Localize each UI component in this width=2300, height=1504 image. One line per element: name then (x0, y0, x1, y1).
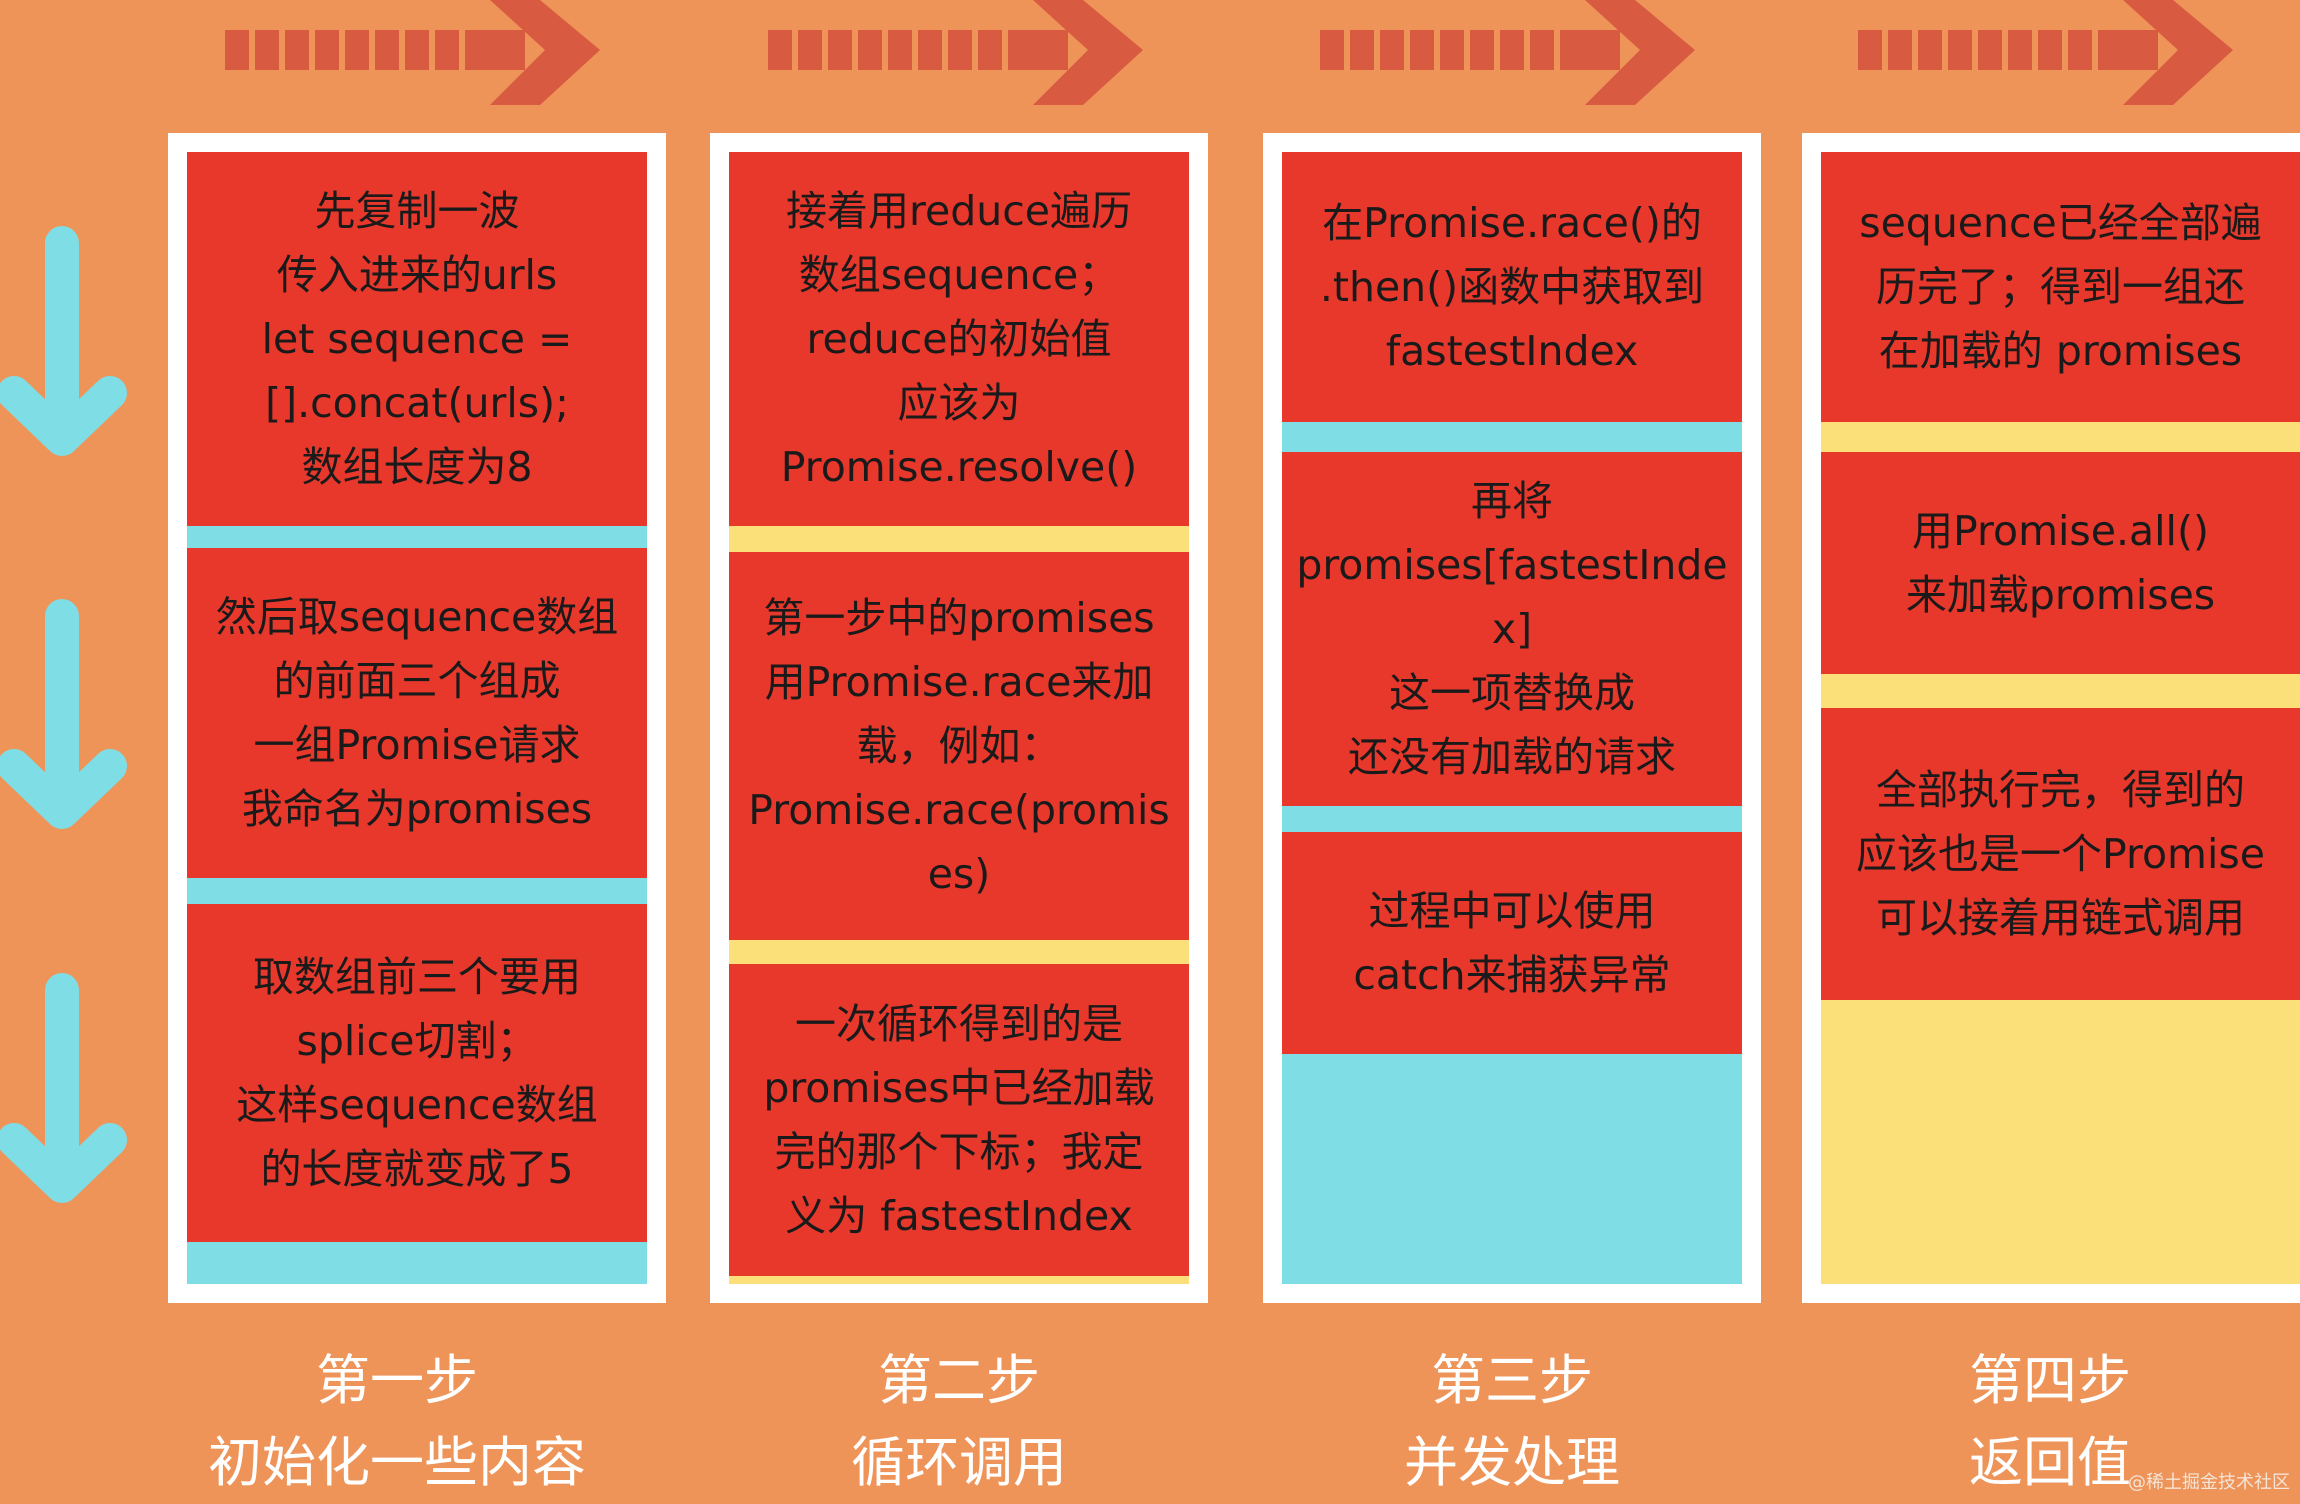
step-column-2-body: 接着用reduce遍历 数组sequence； reduce的初始值 应该为 P… (729, 152, 1189, 1284)
step-2-card-3: 一次循环得到的是 promises中已经加载 完的那个下标；我定 义为 fast… (729, 964, 1189, 1276)
step-subtitle: 初始化一些内容 (208, 1431, 586, 1494)
card-text: 第一步中的promises 用Promise.race来加 载，例如： Prom… (748, 594, 1170, 898)
step-1-card-3: 取数组前三个要用 splice切割； 这样sequence数组 的长度就变成了5 (187, 904, 647, 1242)
card-text: 先复制一波 传入进来的urls let sequence = [].concat… (261, 187, 573, 491)
cyan-separator (1282, 422, 1742, 452)
card-text: 在Promise.race()的 .then()函数中获取到 fastestIn… (1319, 199, 1705, 375)
step-label-4: 第四步 返回值 (1770, 1340, 2300, 1504)
step-column-3: 在Promise.race()的 .then()函数中获取到 fastestIn… (1263, 133, 1761, 1303)
step-column-4: sequence已经全部遍 历完了；得到一组还 在加载的 promises 用P… (1802, 133, 2300, 1303)
step-title: 第二步 (878, 1349, 1040, 1412)
step-column-4-body: sequence已经全部遍 历完了；得到一组还 在加载的 promises 用P… (1821, 152, 2300, 1284)
step-label-1: 第一步 初始化一些内容 (117, 1340, 677, 1504)
step-column-2: 接着用reduce遍历 数组sequence； reduce的初始值 应该为 P… (710, 133, 1208, 1303)
card-text: 再将 promises[fastestInde x] 这一项替换成 还没有加载的… (1296, 477, 1728, 781)
card-text: 用Promise.all() 来加载promises (1905, 507, 2216, 619)
step-subtitle: 循环调用 (851, 1431, 1067, 1494)
card-text: 一次循环得到的是 promises中已经加载 完的那个下标；我定 义为 fast… (763, 1000, 1155, 1240)
card-text: 全部执行完，得到的 应该也是一个Promise 可以接着用链式调用 (1856, 766, 2265, 942)
watermark: @稀土掘金技术社区 (2128, 1472, 2290, 1493)
cyan-separator (187, 526, 647, 548)
cyan-footer (1282, 1054, 1742, 1284)
card-text: sequence已经全部遍 历完了；得到一组还 在加载的 promises (1859, 199, 2262, 375)
yellow-separator (729, 526, 1189, 552)
yellow-separator (729, 940, 1189, 964)
yellow-footer (1821, 1000, 2300, 1284)
card-text: 过程中可以使用 catch来捕获异常 (1353, 887, 1671, 999)
step-column-3-body: 在Promise.race()的 .then()函数中获取到 fastestIn… (1282, 152, 1742, 1284)
step-1-card-1: 先复制一波 传入进来的urls let sequence = [].concat… (187, 152, 647, 526)
card-text: 然后取sequence数组 的前面三个组成 一组Promise请求 我命名为pr… (215, 593, 619, 833)
arrow-down-icon (0, 226, 127, 456)
step-title: 第四步 (1969, 1349, 2131, 1412)
step-1-card-2: 然后取sequence数组 的前面三个组成 一组Promise请求 我命名为pr… (187, 548, 647, 878)
cyan-footer (187, 1242, 647, 1284)
step-column-1-body: 先复制一波 传入进来的urls let sequence = [].concat… (187, 152, 647, 1284)
arrow-right-icon (225, 0, 600, 105)
step-2-card-1: 接着用reduce遍历 数组sequence； reduce的初始值 应该为 P… (729, 152, 1189, 526)
step-column-1: 先复制一波 传入进来的urls let sequence = [].concat… (168, 133, 666, 1303)
step-3-card-2: 再将 promises[fastestInde x] 这一项替换成 还没有加载的… (1282, 452, 1742, 806)
cyan-separator (187, 878, 647, 904)
card-text: 取数组前三个要用 splice切割； 这样sequence数组 的长度就变成了5 (236, 953, 598, 1193)
yellow-separator (1821, 674, 2300, 708)
arrow-right-icon (1858, 0, 2233, 105)
step-title: 第三步 (1431, 1349, 1593, 1412)
step-subtitle: 并发处理 (1404, 1431, 1620, 1494)
step-3-card-3: 过程中可以使用 catch来捕获异常 (1282, 832, 1742, 1054)
step-3-card-1: 在Promise.race()的 .then()函数中获取到 fastestIn… (1282, 152, 1742, 422)
step-subtitle: 返回值 (1969, 1431, 2131, 1494)
step-4-card-2: 用Promise.all() 来加载promises (1821, 452, 2300, 674)
card-text: 接着用reduce遍历 数组sequence； reduce的初始值 应该为 P… (780, 187, 1138, 491)
yellow-separator (1821, 422, 2300, 452)
arrow-right-icon (1320, 0, 1695, 105)
step-label-3: 第三步 并发处理 (1232, 1340, 1792, 1504)
step-4-card-3: 全部执行完，得到的 应该也是一个Promise 可以接着用链式调用 (1821, 708, 2300, 1000)
arrow-down-icon (0, 973, 127, 1203)
yellow-footer (729, 1276, 1189, 1284)
cyan-separator (1282, 806, 1742, 832)
step-4-card-1: sequence已经全部遍 历完了；得到一组还 在加载的 promises (1821, 152, 2300, 422)
arrow-down-icon (0, 599, 127, 829)
arrow-right-icon (768, 0, 1143, 105)
step-2-card-2: 第一步中的promises 用Promise.race来加 载，例如： Prom… (729, 552, 1189, 940)
step-label-2: 第二步 循环调用 (679, 1340, 1239, 1504)
step-title: 第一步 (316, 1349, 478, 1412)
